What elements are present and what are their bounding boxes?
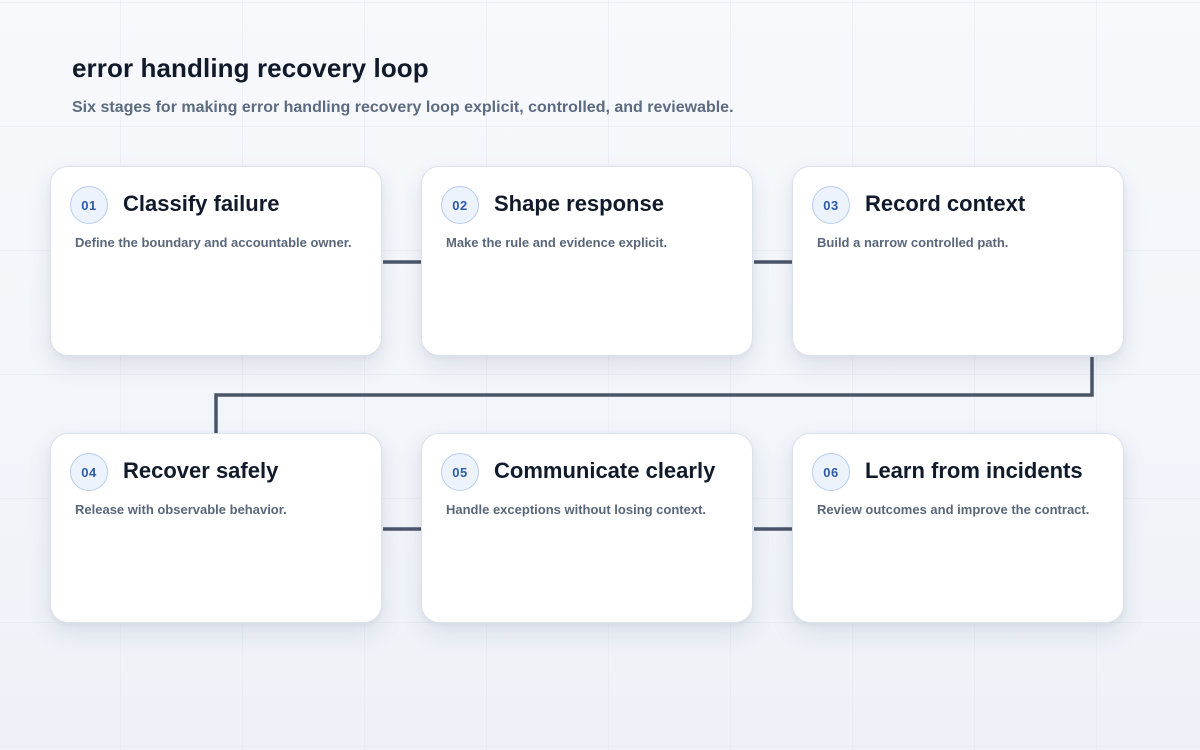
stage-description: Build a narrow controlled path. bbox=[817, 235, 1009, 250]
stage-number-badge: 04 bbox=[70, 453, 108, 491]
stage-card-04: 04 Recover safely Release with observabl… bbox=[50, 433, 382, 623]
stage-card-01: 01 Classify failure Define the boundary … bbox=[50, 166, 382, 356]
stage-card-05: 05 Communicate clearly Handle exceptions… bbox=[421, 433, 753, 623]
stage-description: Handle exceptions without losing context… bbox=[446, 502, 707, 517]
stage-description: Define the boundary and accountable owne… bbox=[75, 235, 352, 250]
stage-number-badge: 05 bbox=[441, 453, 479, 491]
stage-number-badge: 03 bbox=[812, 186, 850, 224]
connector-03-04 bbox=[214, 357, 1094, 434]
stage-title: Recover safely bbox=[123, 458, 279, 483]
page-title: error handling recovery loop bbox=[72, 53, 429, 83]
stage-title: Classify failure bbox=[123, 191, 280, 216]
stage-number-badge: 06 bbox=[812, 453, 850, 491]
diagram-header: error handling recovery loop Six stages … bbox=[72, 52, 734, 118]
stage-number-badge: 01 bbox=[70, 186, 108, 224]
stage-title: Communicate clearly bbox=[494, 458, 716, 483]
stage-description: Release with observable behavior. bbox=[75, 502, 287, 517]
stage-title: Learn from incidents bbox=[865, 458, 1083, 483]
stage-card-03: 03 Record context Build a narrow control… bbox=[792, 166, 1124, 356]
stage-card-02: 02 Shape response Make the rule and evid… bbox=[421, 166, 753, 356]
stage-description: Make the rule and evidence explicit. bbox=[446, 235, 668, 250]
page-subtitle: Six stages for making error handling rec… bbox=[72, 99, 734, 116]
stage-card-06: 06 Learn from incidents Review outcomes … bbox=[792, 433, 1124, 623]
stage-title: Shape response bbox=[494, 191, 664, 216]
stage-description: Review outcomes and improve the contract… bbox=[817, 502, 1090, 517]
stage-number-badge: 02 bbox=[441, 186, 479, 224]
stage-title: Record context bbox=[865, 191, 1026, 216]
